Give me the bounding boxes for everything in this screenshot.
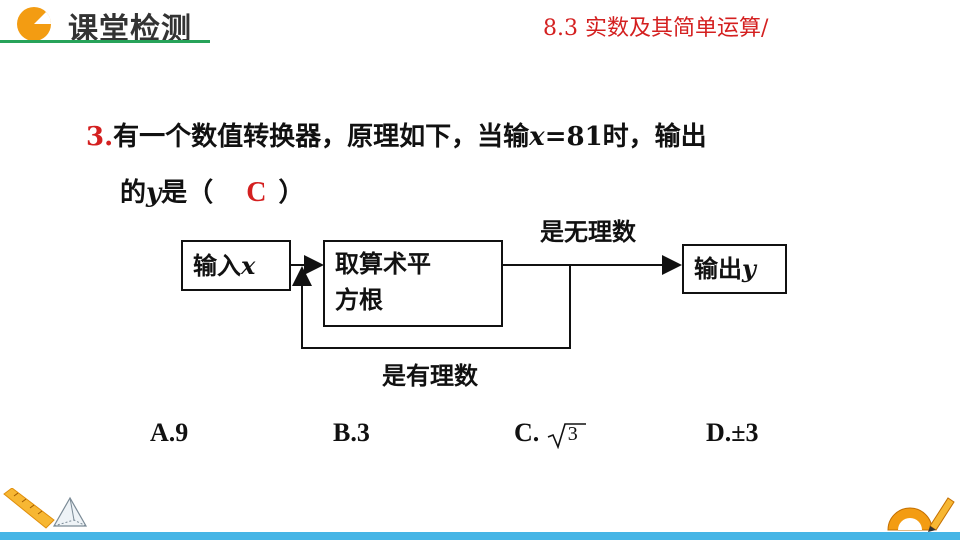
label-rational: 是有理数 [382, 356, 478, 391]
pyramid-icon [50, 496, 90, 532]
option-d[interactable]: D.±3 [706, 418, 759, 448]
flow-input-var: x [241, 251, 255, 280]
flow-process-line2: 方根 [335, 282, 491, 318]
flow-output-var: y [742, 254, 756, 283]
flow-input-text: 输入 [193, 251, 241, 280]
option-a[interactable]: A.9 [150, 418, 188, 448]
option-c-radicand: 3 [568, 423, 578, 446]
sqrt-symbol: 3 [546, 421, 582, 449]
flow-input-box: 输入x [181, 240, 291, 291]
label-irrational: 是无理数 [540, 212, 636, 247]
option-b[interactable]: B.3 [333, 418, 370, 448]
flow-process-box: 取算术平 方根 [323, 240, 503, 327]
flow-output-box: 输出y [682, 244, 787, 294]
option-c[interactable]: C. 3 [514, 418, 582, 449]
bottom-bar [0, 532, 960, 540]
protractor-pencil-icon [884, 494, 956, 532]
option-c-prefix: C. [514, 418, 539, 447]
flow-process-line1: 取算术平 [335, 246, 491, 282]
flow-output-text: 输出 [694, 254, 742, 283]
